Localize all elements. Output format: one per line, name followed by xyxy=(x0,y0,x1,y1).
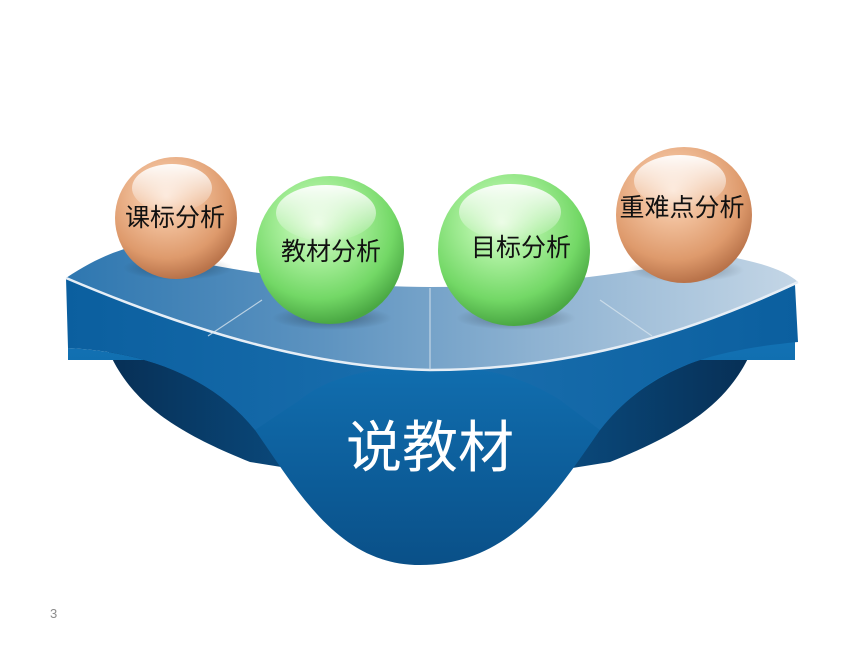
bowl-rim-top xyxy=(66,248,798,370)
sphere-gloss xyxy=(132,164,212,212)
bowl-side-right xyxy=(560,345,752,470)
bowl-graphic xyxy=(65,248,799,565)
bowl-rim-front xyxy=(66,278,798,430)
page-number: 3 xyxy=(50,606,58,621)
slide-title: 说教材 xyxy=(346,416,514,481)
rim-divider-3 xyxy=(599,299,653,337)
topic-label: 目标分析 xyxy=(471,233,571,262)
topic-label: 课标分析 xyxy=(125,203,225,232)
topic-ball-1[interactable]: 课标分析 xyxy=(115,157,237,280)
topic-ball-4[interactable]: 重难点分析 xyxy=(616,147,752,283)
bowl-side-left xyxy=(108,345,300,470)
topic-ball-3[interactable]: 目标分析 xyxy=(438,174,590,330)
sphere-gloss xyxy=(459,184,561,240)
topic-label: 重难点分析 xyxy=(619,193,744,222)
sphere-gloss xyxy=(276,185,376,241)
rim-divider-1 xyxy=(207,299,263,337)
sphere-gloss xyxy=(634,155,726,207)
topic-ball-2[interactable]: 教材分析 xyxy=(256,176,404,330)
topic-label: 教材分析 xyxy=(281,237,381,266)
